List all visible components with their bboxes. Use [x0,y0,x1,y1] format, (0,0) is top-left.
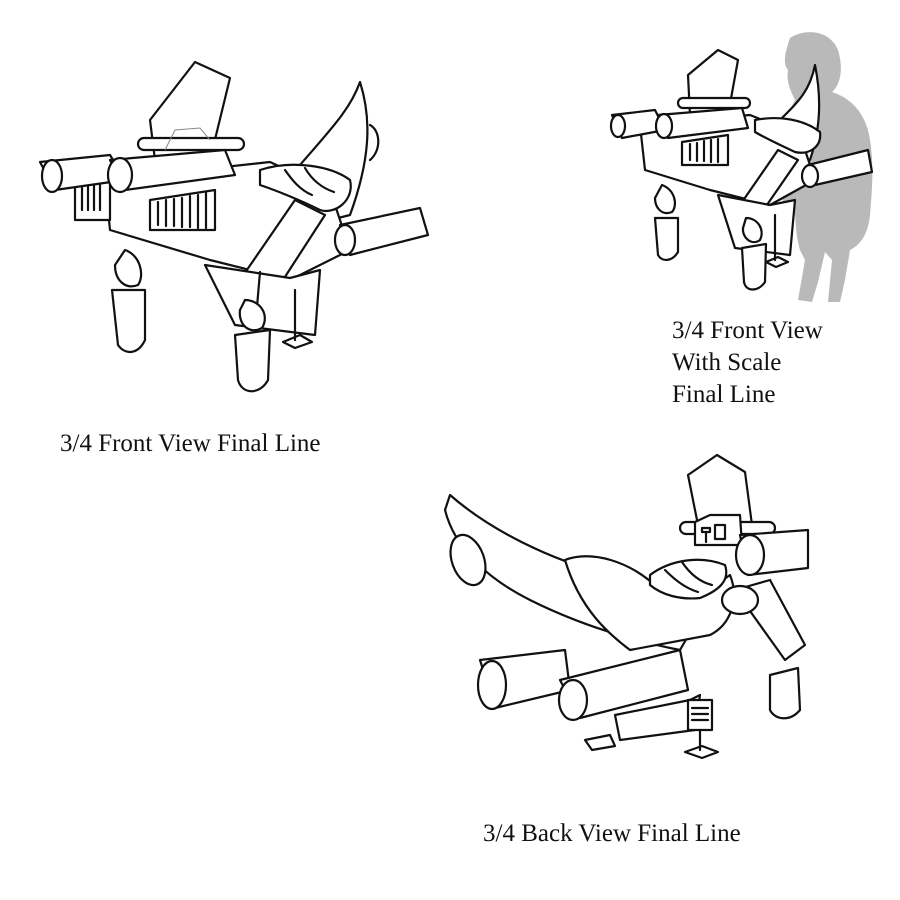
mech-chair-front-illustration [38,60,430,393]
front-scale-caption-line-1: 3/4 Front View [672,317,823,344]
mech-chair-back-illustration [443,453,810,760]
front-view-caption: 3/4 Front View Final Line [60,430,321,457]
front-scale-caption-line-2: With Scale [672,349,782,376]
back-view-caption: 3/4 Back View Final Line [483,820,741,847]
front-scale-view-drawing [600,20,890,310]
front-view-drawing [30,50,440,400]
back-view-drawing [430,450,810,770]
front-scale-caption-line-3: Final Line [672,381,776,408]
mech-chair-with-scale-illustration [609,32,874,302]
